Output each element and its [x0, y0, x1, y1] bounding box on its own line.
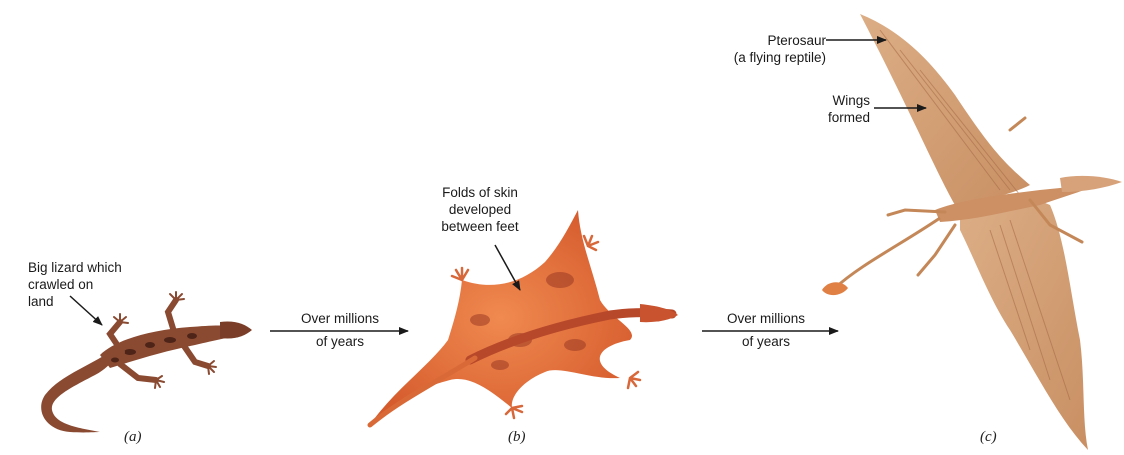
lizard-label: Big lizard which crawled on land — [28, 259, 122, 310]
lizard-tail — [41, 355, 115, 432]
pterosaur-label-line: Pterosaur — [700, 32, 826, 49]
wings-label-line: formed — [800, 109, 870, 126]
transition-line: Over millions — [262, 310, 418, 327]
wings-label-line: Wings — [800, 92, 870, 109]
transition-label-2: Over millions of years — [696, 310, 836, 350]
glider-head — [640, 304, 678, 322]
caption-b-text: (b) — [508, 429, 526, 445]
lizard-label-line: land — [28, 293, 122, 310]
skin-fold-label-line: Folds of skin — [420, 184, 540, 201]
pterosaur-label: Pterosaur (a flying reptile) — [700, 32, 826, 66]
pterosaur-illustration — [822, 14, 1122, 450]
lower-wing — [960, 201, 1088, 450]
caption-b: (b) — [508, 429, 526, 446]
transition-line: of years — [696, 333, 836, 350]
transition-label-1: Over millions of years — [268, 310, 418, 350]
skin-fold-label: Folds of skin developed between feet — [420, 184, 540, 235]
pterosaur-label-line: (a flying reptile) — [700, 49, 826, 66]
caption-a-text: (a) — [124, 429, 142, 445]
caption-a: (a) — [124, 429, 142, 446]
skin-fold-label-line: developed — [420, 201, 540, 218]
wings-label: Wings formed — [800, 92, 870, 126]
tail-vane — [822, 282, 848, 295]
lizard-illustration — [41, 292, 252, 432]
lizard-label-line: crawled on — [28, 276, 122, 293]
pterosaur-tail — [835, 218, 940, 288]
lizard-label-line: Big lizard which — [28, 259, 122, 276]
skin-fold-label-line: between feet — [420, 218, 540, 235]
caption-c-text: (c) — [980, 429, 997, 445]
transition-line: of years — [262, 333, 418, 350]
lizard-head — [220, 321, 252, 338]
caption-c: (c) — [980, 429, 997, 446]
transition-line: Over millions — [696, 310, 836, 327]
pterosaur-head — [1060, 176, 1122, 192]
